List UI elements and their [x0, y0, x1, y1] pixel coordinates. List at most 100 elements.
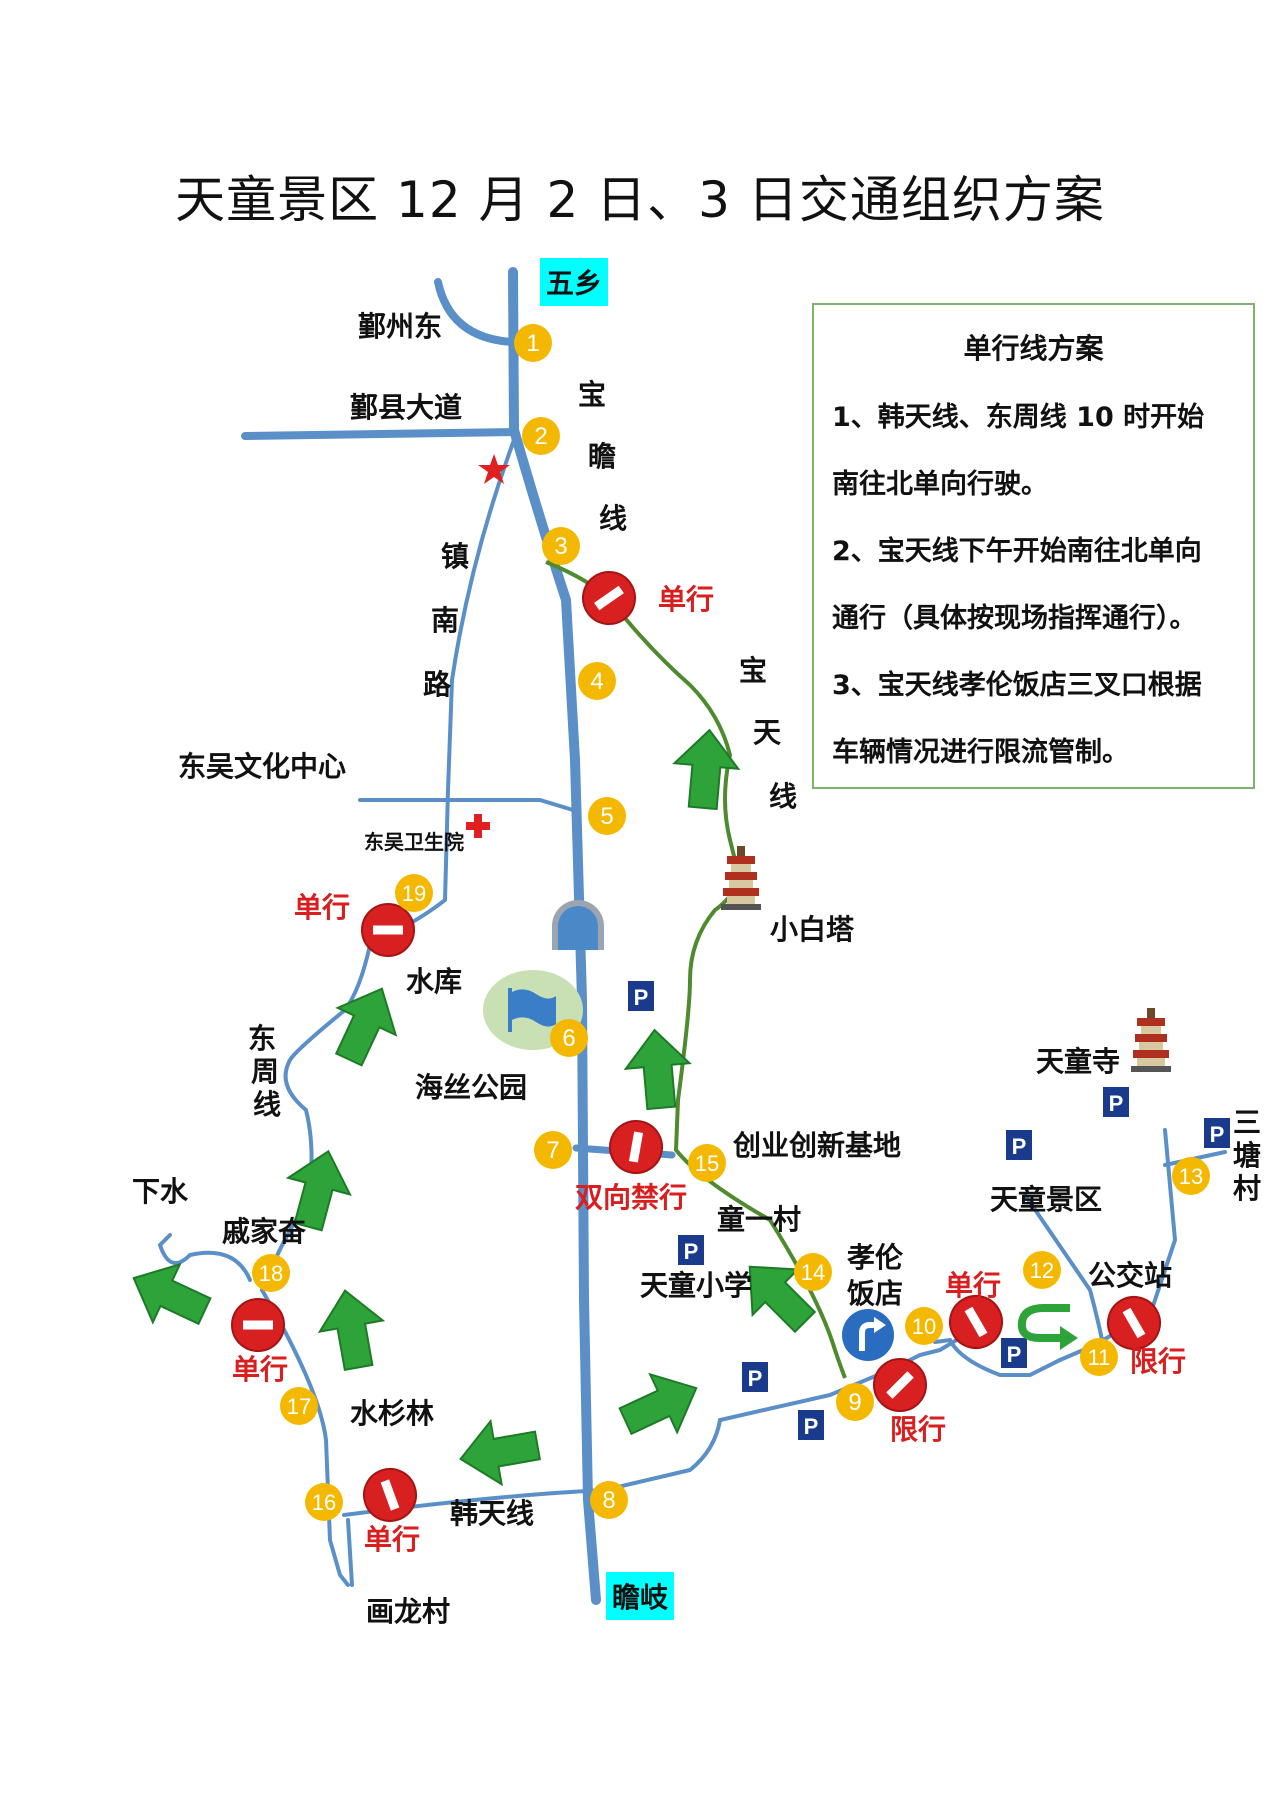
direction-arrow-icon	[454, 1412, 544, 1492]
parking-icon	[798, 1410, 824, 1440]
road-yinzhoudong	[434, 278, 516, 346]
legend-line: 车辆情况进行限流管制。	[832, 737, 1129, 768]
direction-arrow-icon	[611, 1358, 711, 1452]
place-santangcun-1: 三	[1232, 1106, 1261, 1139]
page-title: 天童景区 12 月 2 日、3 日交通组织方案	[175, 171, 1105, 229]
legend-line: 1、韩天线、东周线 10 时开始	[832, 402, 1205, 433]
number-marker-label: 15	[695, 1151, 719, 1176]
place-xiaolun-2: 饭店	[847, 1277, 904, 1310]
sign-label-xianxing: 限行	[890, 1413, 947, 1446]
number-marker: 19	[395, 874, 433, 912]
road-hualong	[346, 1518, 354, 1587]
place-tongyicun: 童一村	[717, 1203, 802, 1236]
place-dongzhouxian-1: 东	[247, 1022, 276, 1055]
number-marker: 18	[252, 1254, 290, 1292]
number-marker-label: 9	[848, 1389, 861, 1416]
place-dongwuweisheng: 东吴卫生院	[364, 830, 464, 854]
place-hualongcun: 画龙村	[366, 1595, 451, 1628]
place-yinxiandadao: 鄞县大道	[350, 391, 463, 424]
place-yinzhoudong: 鄞州东	[358, 310, 443, 343]
number-marker-label: 2	[534, 423, 547, 450]
place-tiantongsi: 天童寺	[1036, 1045, 1121, 1078]
no-entry-icon	[604, 1115, 668, 1179]
place-dongwuwenhua: 东吴文化中心	[178, 750, 347, 783]
place-baozhanxian-2: 瞻	[587, 440, 616, 473]
place-shuishanlin: 水杉林	[350, 1397, 435, 1430]
u-turn-icon	[1017, 1304, 1070, 1342]
number-marker-label: 3	[554, 533, 567, 560]
pagoda-icon	[1131, 1008, 1171, 1072]
sign-label-xianxing: 限行	[1130, 1345, 1187, 1378]
number-marker: 14	[794, 1253, 832, 1291]
sign-label-danxing: 单行	[364, 1523, 421, 1556]
sign-label-danxing: 单行	[232, 1353, 289, 1386]
road-hantian	[342, 1333, 967, 1517]
hospital-cross-icon	[466, 814, 490, 838]
number-marker: 2	[522, 417, 560, 455]
road-xiashui	[157, 1233, 252, 1282]
road-yinxian	[241, 428, 518, 440]
legend-line: 南往北单向行驶。	[832, 469, 1048, 500]
number-marker: 7	[534, 1131, 572, 1169]
place-zhennanlu-1: 镇	[440, 540, 469, 573]
place-tiantongjingqu: 天童景区	[990, 1183, 1103, 1216]
star-icon	[478, 454, 510, 484]
number-marker: 11	[1080, 1338, 1118, 1376]
place-chuangye: 创业创新基地	[733, 1129, 902, 1162]
place-santangcun-2: 塘	[1232, 1139, 1261, 1172]
number-marker: 12	[1023, 1251, 1061, 1289]
sign-label-danxing: 单行	[658, 583, 715, 616]
place-tiantongxiaoxue: 天童小学	[640, 1269, 753, 1302]
number-marker: 6	[550, 1019, 588, 1057]
tunnel-icon	[552, 900, 604, 950]
place-xiaolun-1: 孝伦	[847, 1241, 904, 1274]
number-marker: 1	[514, 324, 552, 362]
place-xiashui: 下水	[132, 1175, 189, 1208]
number-marker-label: 10	[912, 1314, 936, 1339]
number-marker: 9	[836, 1383, 874, 1421]
number-marker: 8	[590, 1481, 628, 1519]
parking-icon	[678, 1235, 704, 1265]
number-marker-label: 11	[1088, 1345, 1111, 1370]
sign-label-danxing: 单行	[294, 891, 351, 924]
parking-icon	[628, 981, 654, 1011]
number-marker: 5	[588, 797, 626, 835]
number-marker-label: 14	[801, 1260, 825, 1285]
number-marker-label: 7	[546, 1137, 559, 1164]
parking-icon	[1001, 1338, 1027, 1368]
place-zhanqi: 瞻岐	[606, 1572, 675, 1620]
number-marker: 16	[305, 1483, 343, 1521]
number-marker: 3	[542, 527, 580, 565]
parking-icon	[1204, 1118, 1230, 1148]
flag-icon	[508, 988, 556, 1032]
number-marker-label: 4	[590, 668, 603, 695]
number-marker: 13	[1172, 1157, 1210, 1195]
legend-box: 单行线方案 1、韩天线、东周线 10 时开始 南往北单向行驶。 2、宝天线下午开…	[812, 303, 1255, 789]
number-marker-label: 5	[600, 803, 613, 830]
place-dongzhouxian-3: 线	[252, 1088, 281, 1121]
no-entry-icon	[231, 1298, 285, 1352]
legend-title: 单行线方案	[963, 332, 1104, 365]
number-marker-label: 1	[526, 330, 539, 357]
legend-line: 通行（具体按现场指挥通行）。	[832, 603, 1197, 634]
place-santangcun-3: 村	[1232, 1172, 1261, 1205]
turn-right-arrow-icon	[842, 1309, 894, 1361]
place-wuxiang: 五乡	[540, 258, 609, 306]
no-entry-icon	[571, 560, 647, 636]
road-dongwu	[358, 798, 575, 812]
number-marker-label: 17	[287, 1394, 311, 1419]
number-marker: 15	[688, 1144, 726, 1182]
place-baotianxian-2: 天	[752, 716, 781, 749]
number-marker-label: 6	[562, 1025, 575, 1052]
direction-arrow-icon	[318, 974, 412, 1074]
number-marker: 4	[578, 662, 616, 700]
direction-arrow-icon	[669, 726, 743, 812]
sign-label-danxing: 单行	[945, 1269, 1002, 1302]
u-turn-arrow-head	[1060, 1326, 1078, 1350]
road-baotian	[545, 560, 847, 1379]
place-xiaobaita: 小白塔	[770, 913, 855, 946]
sign-label-shuangxiang: 双向禁行	[575, 1181, 688, 1214]
place-zhennanlu-3: 路	[422, 668, 451, 701]
